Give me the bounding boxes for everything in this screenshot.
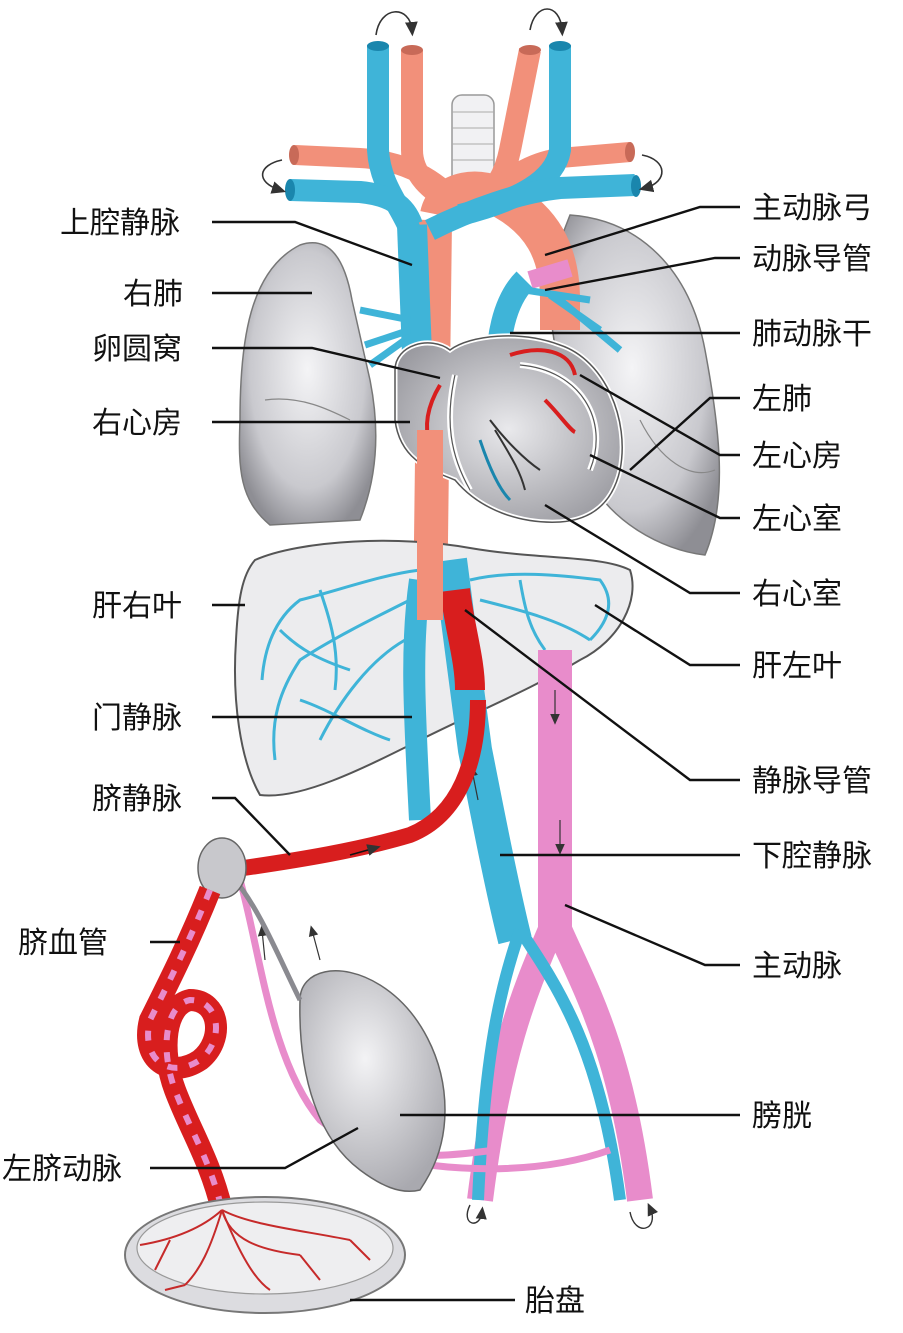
umbilical-artery-arrow bbox=[257, 925, 268, 961]
umbilical-vein-arrow bbox=[349, 844, 381, 856]
labels-right: 主动脉弓 动脉导管 肺动脉干 左肺 左心房 左心室 右心室 肝左叶 静脉导管 下… bbox=[525, 191, 872, 1319]
pulmonary-branches-left bbox=[524, 286, 623, 353]
label-left-liver-lobe: 肝左叶 bbox=[752, 649, 842, 684]
pulmonary-branches-right bbox=[359, 306, 412, 368]
label-aorta: 主动脉 bbox=[752, 949, 842, 984]
iliac-arteries bbox=[467, 914, 653, 1202]
vessel-end-caps bbox=[285, 41, 641, 201]
curved-arrow-top-right bbox=[529, 8, 568, 37]
label-left-ventricle: 左心室 bbox=[752, 502, 842, 537]
label-left-lung: 左肺 bbox=[752, 382, 812, 417]
umbilical-cord-main bbox=[137, 885, 233, 1213]
lung-fissure-left bbox=[639, 419, 716, 474]
leader-lines bbox=[150, 205, 740, 1302]
label-umbilical-vein: 脐静脉 bbox=[92, 782, 182, 817]
label-superior-vena-cava: 上腔静脉 bbox=[60, 206, 180, 241]
label-right-liver-lobe: 肝右叶 bbox=[92, 589, 182, 624]
label-placenta: 胎盘 bbox=[525, 1284, 585, 1319]
label-left-atrium: 左心房 bbox=[752, 439, 842, 474]
heart bbox=[392, 333, 625, 525]
urachus bbox=[233, 878, 303, 1002]
curved-arrow-bottom-left bbox=[466, 1204, 487, 1224]
label-ductus-arteriosus: 动脉导管 bbox=[752, 242, 872, 277]
umbilical-artery-arrow-2 bbox=[308, 925, 321, 961]
label-umbilical-vessels: 脐血管 bbox=[18, 926, 108, 961]
label-foramen-ovale: 卵圆窝 bbox=[92, 332, 182, 367]
lung-fissure-right bbox=[264, 398, 351, 421]
label-aortic-arch: 主动脉弓 bbox=[752, 191, 872, 226]
portal-vein-shape bbox=[403, 578, 431, 821]
curved-arrow-top-left bbox=[375, 11, 418, 37]
label-left-umbilical-artery: 左脐动脉 bbox=[2, 1152, 122, 1187]
label-right-lung: 右肺 bbox=[123, 277, 183, 312]
brachiocephalic-veins bbox=[289, 174, 636, 240]
labels-left: 上腔静脉 右肺 卵圆窝 右心房 肝右叶 门静脉 脐静脉 脐血管 左脐动脉 bbox=[2, 206, 183, 1187]
umbilicus-disc bbox=[197, 837, 247, 899]
label-inferior-vena-cava: 下腔静脉 bbox=[752, 839, 872, 874]
ductus-arteriosus-shape bbox=[527, 259, 573, 289]
label-pulmonary-trunk: 肺动脉干 bbox=[752, 317, 872, 352]
liver-vessel-network bbox=[260, 568, 611, 761]
liver-shape bbox=[234, 539, 634, 797]
ductus-venosus-shape bbox=[440, 588, 485, 691]
curved-arrow-side-right bbox=[638, 154, 663, 193]
right-lung-shape bbox=[238, 242, 377, 526]
label-bladder: 膀胱 bbox=[752, 1099, 812, 1134]
bladder-shape bbox=[299, 970, 446, 1192]
curved-arrow-side-left bbox=[261, 159, 287, 194]
label-right-ventricle: 右心室 bbox=[752, 577, 842, 612]
label-portal-vein: 门静脉 bbox=[92, 701, 182, 736]
label-ductus-venosus: 静脉导管 bbox=[752, 764, 872, 799]
umbilical-vein-shape bbox=[228, 699, 486, 878]
curved-arrow-bottom-right bbox=[629, 1202, 658, 1229]
placenta-shape bbox=[124, 1196, 406, 1314]
label-right-atrium: 右心房 bbox=[92, 406, 182, 441]
iliac-veins bbox=[472, 926, 626, 1201]
